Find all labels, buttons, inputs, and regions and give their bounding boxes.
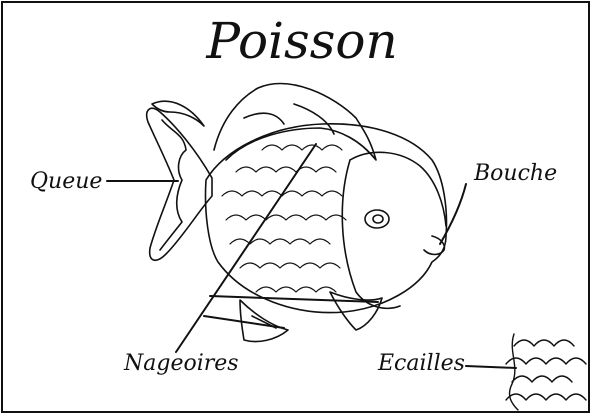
fins-leader-line-1: [176, 144, 316, 352]
body-scales: [222, 145, 346, 292]
fish-pupil: [373, 215, 383, 223]
upper-fin: [152, 101, 204, 126]
scales-illustration: [506, 334, 586, 410]
tail-fin: [147, 108, 212, 260]
head-outline: [350, 152, 446, 226]
gill-outline: [342, 160, 400, 308]
fish-body: [206, 124, 447, 313]
tail-label: Queue: [30, 169, 102, 194]
mouth-label: Bouche: [473, 161, 557, 186]
pelvic-fin: [240, 300, 288, 342]
dorsal-fin-pattern: [244, 104, 334, 134]
scales-leader-line: [466, 366, 516, 368]
diagram-title: Poisson: [205, 12, 397, 70]
fish-eye: [365, 210, 389, 228]
scales-label: Ecailles: [377, 351, 465, 376]
fins-label: Nageoires: [123, 351, 239, 376]
fins-leader-line-3: [204, 316, 284, 328]
